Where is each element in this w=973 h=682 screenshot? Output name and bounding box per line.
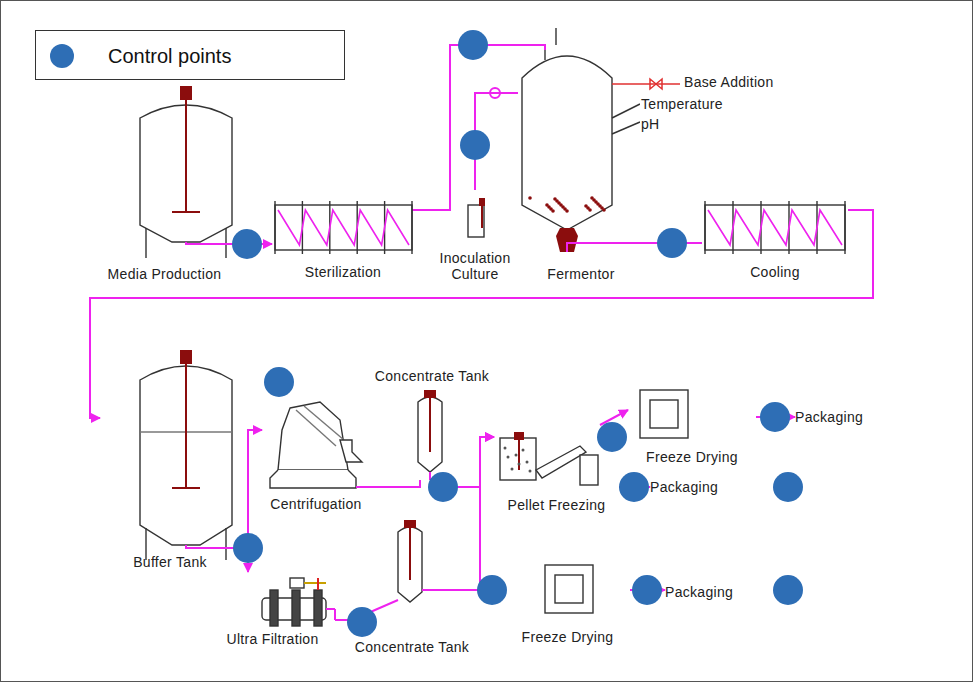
- process-pipe: [414, 45, 545, 210]
- control-point: [773, 575, 803, 605]
- equipment-label: Pellet Freezing: [508, 497, 606, 513]
- equipment-node: Sterilization: [272, 202, 414, 280]
- equipment-label: Inoculation Culture: [426, 250, 524, 282]
- equipment-node: Concentrate Tank: [352, 515, 472, 655]
- control-point: [657, 228, 687, 258]
- equipment-label: Concentrate Tank: [375, 368, 489, 384]
- equipment-node: Fermentor: [518, 50, 644, 282]
- annotation-label: Base Addition: [683, 74, 775, 90]
- equipment-label: Ultra Filtration: [227, 631, 319, 647]
- equipment-label: Concentrate Tank: [355, 639, 469, 655]
- equipment-label: Freeze Drying: [522, 629, 614, 645]
- output-label: Packaging: [795, 409, 863, 425]
- equipment-node: Ultra Filtration: [210, 572, 335, 647]
- process-pipe: [90, 210, 873, 418]
- control-point: [264, 367, 294, 397]
- legend-text: Control points: [108, 44, 231, 68]
- process-pipe: [370, 480, 420, 487]
- equipment-label: Media Production: [108, 266, 222, 282]
- control-point: [458, 30, 488, 60]
- control-point: [760, 402, 790, 432]
- control-point: [773, 472, 803, 502]
- output-label: Packaging: [650, 479, 718, 495]
- equipment-node: Buffer Tank: [100, 355, 240, 570]
- output-node: Packaging: [665, 580, 765, 604]
- annotation-label: Temperature: [640, 96, 724, 112]
- control-point: [597, 422, 627, 452]
- legend-box: Control points: [35, 30, 345, 80]
- process-pipe: [240, 430, 262, 548]
- equipment-label: Fermentor: [547, 266, 614, 282]
- output-node: Packaging: [650, 475, 750, 499]
- equipment-label: Sterilization: [305, 264, 381, 280]
- output-label: Packaging: [665, 584, 733, 600]
- control-point: [233, 533, 263, 563]
- legend-swatch: [50, 44, 74, 68]
- control-point: [477, 575, 507, 605]
- process-pipe: [472, 437, 494, 590]
- control-point: [619, 472, 649, 502]
- control-point: [428, 472, 458, 502]
- equipment-node: Inoculation Culture: [426, 190, 524, 282]
- equipment-label: Cooling: [750, 264, 800, 280]
- control-point: [460, 130, 490, 160]
- equipment-label: Freeze Drying: [646, 449, 738, 465]
- equipment-node: Media Production: [82, 92, 247, 282]
- equipment-node: Centrifugation: [262, 392, 370, 512]
- control-point: [347, 607, 377, 637]
- equipment-node: Freeze Drying: [505, 560, 630, 645]
- annotation-label: pH: [640, 116, 661, 132]
- equipment-node: Pellet Freezing: [494, 425, 619, 513]
- output-node: Packaging: [795, 405, 895, 429]
- control-point: [232, 229, 262, 259]
- equipment-node: Concentrate Tank: [372, 368, 492, 480]
- control-point: [632, 575, 662, 605]
- equipment-node: Cooling: [702, 202, 848, 280]
- equipment-label: Centrifugation: [270, 496, 361, 512]
- equipment-label: Buffer Tank: [133, 554, 207, 570]
- equipment-node: Freeze Drying: [628, 385, 756, 465]
